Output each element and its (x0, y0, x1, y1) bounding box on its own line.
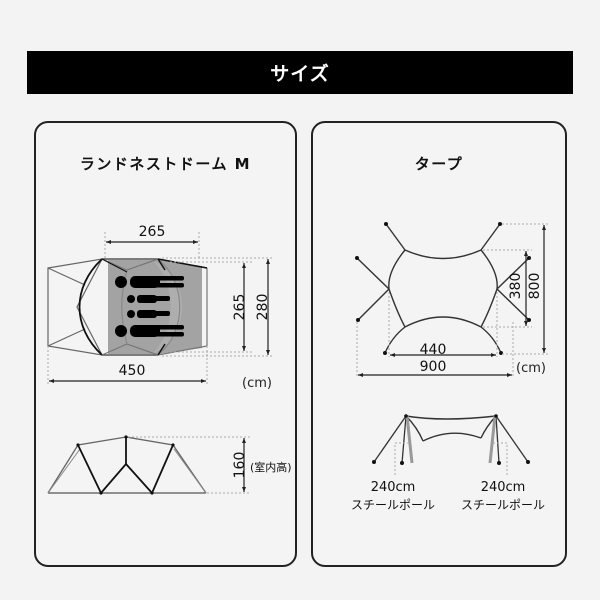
tent-side-diagram (47, 435, 250, 495)
tent-unit-label: (cm) (242, 376, 272, 391)
tarp-title: タープ (414, 155, 464, 173)
section-header: サイズ (27, 51, 573, 94)
tarp-panel: タープ (311, 121, 567, 567)
tent-height-note: (室内高) (250, 461, 292, 474)
tent-panel: ランドネストドーム M (34, 121, 297, 567)
pole-2-length: 240cm (480, 480, 526, 495)
tent-total-length-dimension: 450 (118, 363, 146, 379)
tarp-side-diagram (372, 414, 530, 475)
pole-1-length: 240cm (370, 480, 416, 495)
tarp-plan-diagram (355, 222, 548, 377)
pole-1-label: スチールポール (350, 498, 435, 512)
tent-height-dimension: 160 (232, 451, 248, 479)
tarp-inner-width-dimension: 440 (419, 342, 447, 358)
tent-inner-length-dimension: 265 (138, 224, 166, 240)
tent-title: ランドネストドーム M (79, 155, 252, 173)
section-title: サイズ (270, 63, 330, 85)
tent-plan-diagram (47, 232, 272, 384)
pole-2-label: スチールポール (460, 498, 545, 512)
tarp-unit-label: (cm) (516, 361, 546, 376)
tarp-total-width-dimension: 900 (419, 359, 447, 375)
